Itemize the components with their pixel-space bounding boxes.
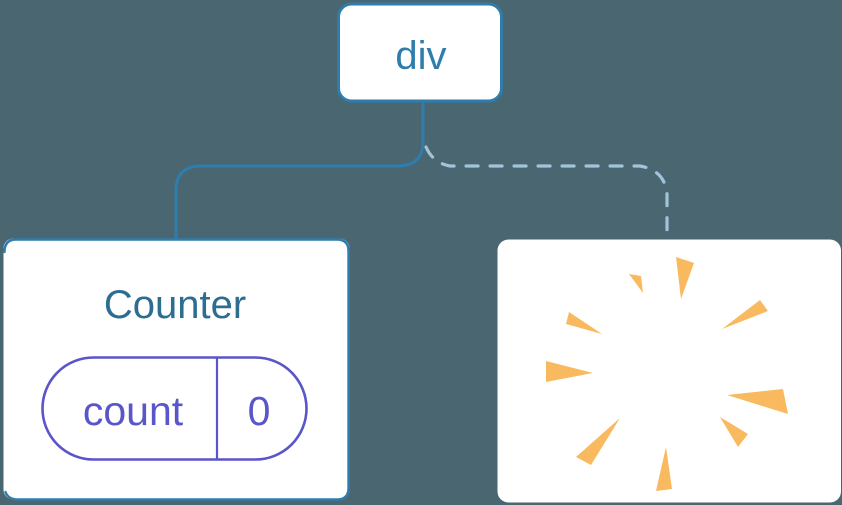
counter-card-border <box>3 238 350 501</box>
state-pill-outline <box>41 356 308 461</box>
node-removed-card <box>497 239 841 503</box>
poof-ray <box>566 312 602 334</box>
poof-ray <box>727 389 788 414</box>
poof-ray <box>656 447 672 491</box>
poof-ray <box>720 417 748 447</box>
poof-ray <box>546 361 593 382</box>
state-value-label: 0 <box>248 388 271 434</box>
counter-card-title: Counter <box>104 283 246 327</box>
node-div: div <box>337 2 503 103</box>
counter-card-surface <box>3 238 350 500</box>
poof-ray <box>676 257 694 299</box>
state-pill: count 0 <box>41 356 308 461</box>
edge-div-to-removed <box>424 145 669 239</box>
poof-sparkle-icon <box>546 257 788 491</box>
poof-ray <box>576 418 620 465</box>
edge-div-to-counter <box>174 99 425 241</box>
state-key-label: count <box>83 388 184 434</box>
node-div-label: div <box>395 34 446 78</box>
poof-ray <box>722 300 768 329</box>
node-counter-card: Counter count 0 <box>3 238 350 501</box>
poof-ray <box>629 274 643 293</box>
node-div-box <box>337 2 503 103</box>
